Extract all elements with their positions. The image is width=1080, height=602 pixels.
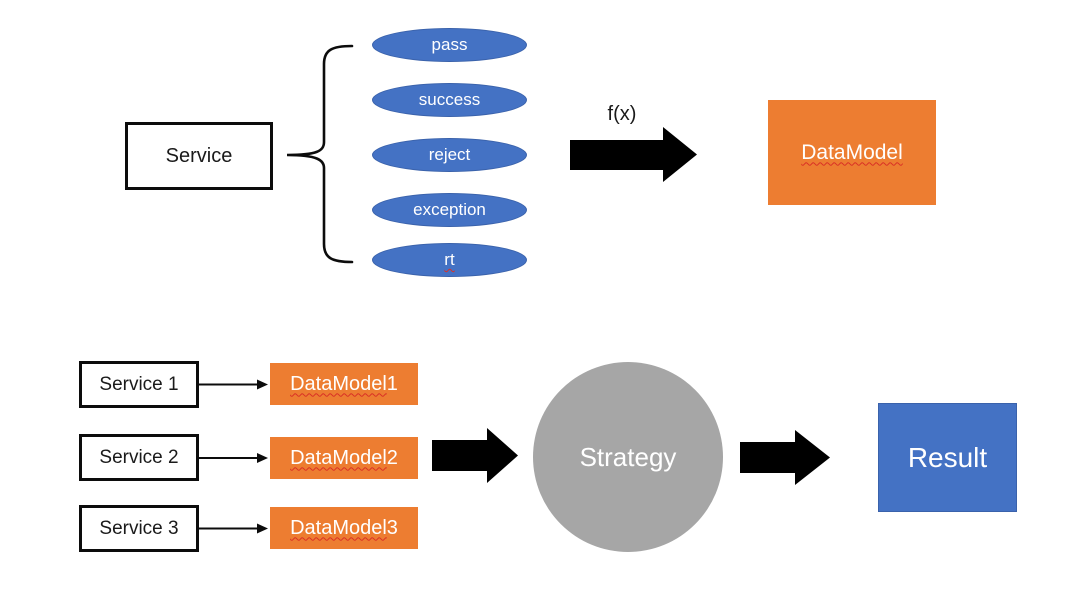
metric-ellipse-exception: exception <box>372 193 527 227</box>
service-1-box: Service 1 <box>79 361 199 408</box>
result-box: Result <box>878 403 1017 512</box>
datamodel-box: DataModel <box>768 100 936 205</box>
metric-ellipse-success: success <box>372 83 527 117</box>
service-box-label: Service <box>165 144 233 167</box>
metric-label-rt: rt <box>444 250 455 269</box>
metric-ellipse-reject: reject <box>372 138 527 172</box>
datamodel-2-box: DataModel 2 <box>270 437 418 479</box>
datamodel-2-label: DataModel <box>290 446 387 469</box>
result-arrow-right-icon <box>740 430 830 485</box>
datamodel-3-label: DataModel <box>290 516 387 539</box>
service-box: Service <box>125 122 273 190</box>
strategy-label: Strategy <box>579 441 677 472</box>
metric-label-pass: pass <box>431 35 468 54</box>
service-2-box: Service 2 <box>79 434 199 481</box>
result-label: Result <box>907 441 988 473</box>
metric-ellipse-pass: pass <box>372 28 527 62</box>
thin-arrow-row2-icon <box>199 453 268 463</box>
service-2-label: Service 2 <box>99 446 179 468</box>
metric-label-success: success <box>418 90 481 109</box>
datamodel-1-label: DataModel <box>290 372 387 395</box>
datamodel-1-number: 1 <box>386 372 398 395</box>
service-3-box: Service 3 <box>79 505 199 552</box>
fx-arrow-right-icon <box>570 127 697 182</box>
strategy-arrow-right-icon <box>432 428 518 483</box>
datamodel-3-box: DataModel 3 <box>270 507 418 549</box>
thin-arrow-row1-icon <box>199 379 268 390</box>
strategy-circle: Strategy <box>533 362 723 552</box>
metric-label-exception: exception <box>413 200 486 219</box>
service-1-label: Service 1 <box>99 373 179 395</box>
metric-label-reject: reject <box>428 145 471 164</box>
datamodel-1-box: DataModel 1 <box>270 363 418 405</box>
datamodel-2-number: 2 <box>386 446 398 469</box>
datamodel-3-number: 3 <box>386 516 398 539</box>
thin-arrow-row3-icon <box>199 523 268 534</box>
datamodel-box-label: DataModel <box>801 140 903 164</box>
metric-ellipse-rt: rt <box>372 243 527 277</box>
service-3-label: Service 3 <box>99 517 179 539</box>
fx-function-label: f(x) <box>607 102 637 125</box>
curly-brace <box>286 44 354 264</box>
